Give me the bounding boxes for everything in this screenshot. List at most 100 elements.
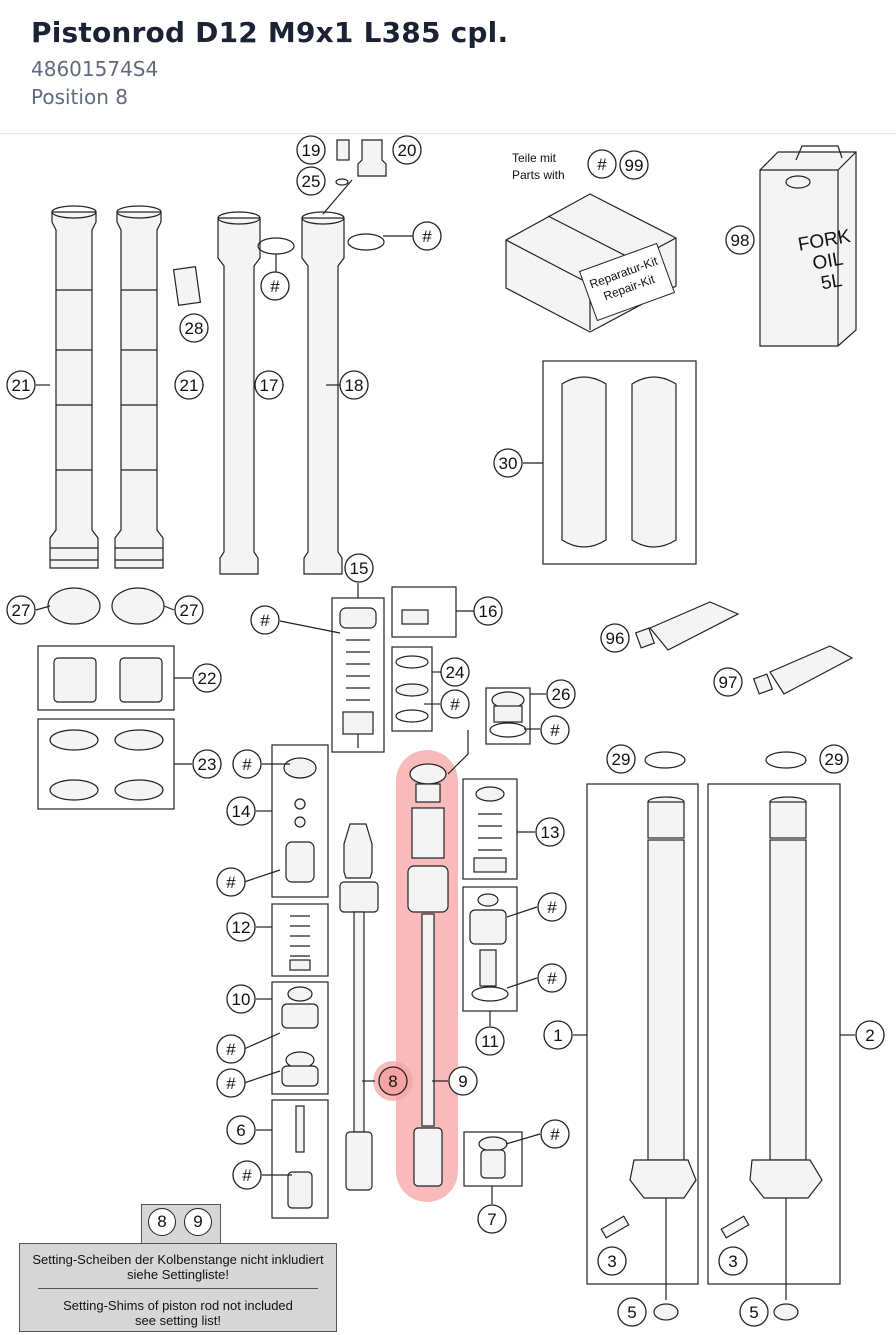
callout-3-right[interactable]: 3	[718, 1246, 748, 1276]
svg-text:#: #	[550, 1125, 560, 1144]
callout-hash-10-top[interactable]: #	[216, 1034, 246, 1064]
inner-tube-17	[217, 211, 261, 575]
callout-29-right[interactable]: 29	[819, 744, 849, 774]
callout-hash-6[interactable]: #	[232, 1160, 262, 1190]
svg-text:5: 5	[627, 1303, 636, 1322]
svg-text:28: 28	[185, 319, 204, 338]
svg-text:3: 3	[607, 1252, 616, 1271]
callout-20[interactable]: 20	[392, 135, 422, 165]
callout-8[interactable]: 8	[378, 1066, 408, 1096]
svg-text:#: #	[242, 755, 252, 774]
callout-11[interactable]: 11	[475, 1026, 505, 1056]
group-box-26	[485, 687, 531, 745]
callout-14[interactable]: 14	[226, 796, 256, 826]
callout-hash-10-bottom[interactable]: #	[216, 1068, 246, 1098]
callout-16[interactable]: 16	[473, 596, 503, 626]
o-ring-17	[257, 237, 295, 255]
svg-text:24: 24	[446, 663, 465, 682]
svg-text:1: 1	[553, 1026, 562, 1045]
callout-hash-17-ring[interactable]: #	[260, 271, 290, 301]
svg-text:17: 17	[260, 376, 279, 395]
svg-text:13: 13	[541, 823, 560, 842]
svg-text:97: 97	[719, 673, 738, 692]
callout-96[interactable]: 96	[600, 623, 630, 653]
callout-9[interactable]: 9	[448, 1066, 478, 1096]
cartridge-9-drawing	[407, 763, 449, 1187]
note-de-line-1: Setting-Scheiben der Kolbenstange nicht …	[32, 1252, 324, 1267]
svg-text:9: 9	[458, 1072, 467, 1091]
callout-2[interactable]: 2	[855, 1020, 885, 1050]
callout-98[interactable]: 98	[725, 225, 755, 255]
callout-28[interactable]: 28	[179, 313, 209, 343]
callout-3-left[interactable]: 3	[597, 1246, 627, 1276]
svg-text:21: 21	[12, 376, 31, 395]
callout-13[interactable]: 13	[535, 817, 565, 847]
svg-text:16: 16	[479, 602, 498, 621]
callout-27-right[interactable]: 27	[174, 595, 204, 625]
callout-12[interactable]: 12	[226, 912, 256, 942]
svg-text:11: 11	[481, 1032, 499, 1051]
svg-text:10: 10	[232, 990, 251, 1009]
callout-hash-kit[interactable]: #	[587, 149, 617, 179]
note-de-line-2: siehe Settingliste!	[127, 1267, 229, 1282]
callout-1[interactable]: 1	[543, 1020, 573, 1050]
oil-label-2: OIL	[811, 249, 845, 275]
callout-hash-11-top[interactable]: #	[537, 892, 567, 922]
sticker-28	[172, 265, 202, 307]
position-label: Position 8	[31, 85, 128, 109]
callout-18[interactable]: 18	[339, 370, 369, 400]
callout-23[interactable]: 23	[192, 749, 222, 779]
callout-7[interactable]: 7	[477, 1204, 507, 1234]
callout-29-left[interactable]: 29	[606, 744, 636, 774]
svg-text:#: #	[270, 277, 280, 296]
note-tab-callout-9[interactable]: 9	[184, 1208, 212, 1236]
group-box-1	[586, 783, 699, 1285]
svg-text:7: 7	[487, 1210, 496, 1229]
inner-tube-18	[301, 179, 353, 575]
callout-22[interactable]: 22	[192, 663, 222, 693]
callout-hash-15[interactable]: #	[250, 605, 280, 635]
callout-97[interactable]: 97	[713, 667, 743, 697]
svg-text:#: #	[226, 1074, 236, 1093]
svg-text:#: #	[226, 1040, 236, 1059]
group-box-12	[271, 903, 329, 977]
callout-hash-26[interactable]: #	[540, 715, 570, 745]
callout-hash-14-top[interactable]: #	[232, 749, 262, 779]
svg-text:14: 14	[232, 802, 251, 821]
callout-6[interactable]: 6	[226, 1115, 256, 1145]
oil-label-3: 5L	[819, 270, 843, 294]
note-tab-callout-8[interactable]: 8	[148, 1208, 176, 1236]
callout-hash-11-bottom[interactable]: #	[537, 963, 567, 993]
callout-26[interactable]: 26	[546, 679, 576, 709]
plug-5-left	[653, 1303, 679, 1321]
callout-17[interactable]: 17	[254, 370, 284, 400]
callout-24[interactable]: 24	[440, 657, 470, 687]
callout-hash-14-bottom[interactable]: #	[216, 867, 246, 897]
callout-25[interactable]: 25	[296, 166, 326, 196]
callout-hash-7[interactable]: #	[540, 1119, 570, 1149]
callout-21-left[interactable]: 21	[6, 370, 36, 400]
callout-10[interactable]: 10	[226, 984, 256, 1014]
svg-text:#: #	[550, 721, 560, 740]
callout-27-left[interactable]: 27	[6, 595, 36, 625]
svg-text:27: 27	[180, 601, 199, 620]
screw-19	[336, 139, 350, 161]
svg-text:29: 29	[825, 750, 844, 769]
parts-with-label: Parts with	[512, 168, 565, 182]
note-divider	[38, 1288, 318, 1289]
callout-5-right[interactable]: 5	[739, 1297, 769, 1327]
group-box-10	[271, 981, 329, 1095]
callout-19[interactable]: 19	[296, 135, 326, 165]
svg-text:#: #	[226, 873, 236, 892]
valve-20	[357, 139, 387, 177]
callout-5-left[interactable]: 5	[617, 1297, 647, 1327]
callout-30[interactable]: 30	[493, 448, 523, 478]
callout-15[interactable]: 15	[344, 553, 374, 583]
callout-hash-18-ring[interactable]: #	[412, 221, 442, 251]
bushing-27-left	[47, 587, 101, 625]
callout-99[interactable]: 99	[619, 150, 649, 180]
o-ring-18	[347, 233, 385, 251]
callout-hash-24[interactable]: #	[440, 689, 470, 719]
group-box-24	[391, 646, 433, 732]
callout-21-right[interactable]: 21	[174, 370, 204, 400]
